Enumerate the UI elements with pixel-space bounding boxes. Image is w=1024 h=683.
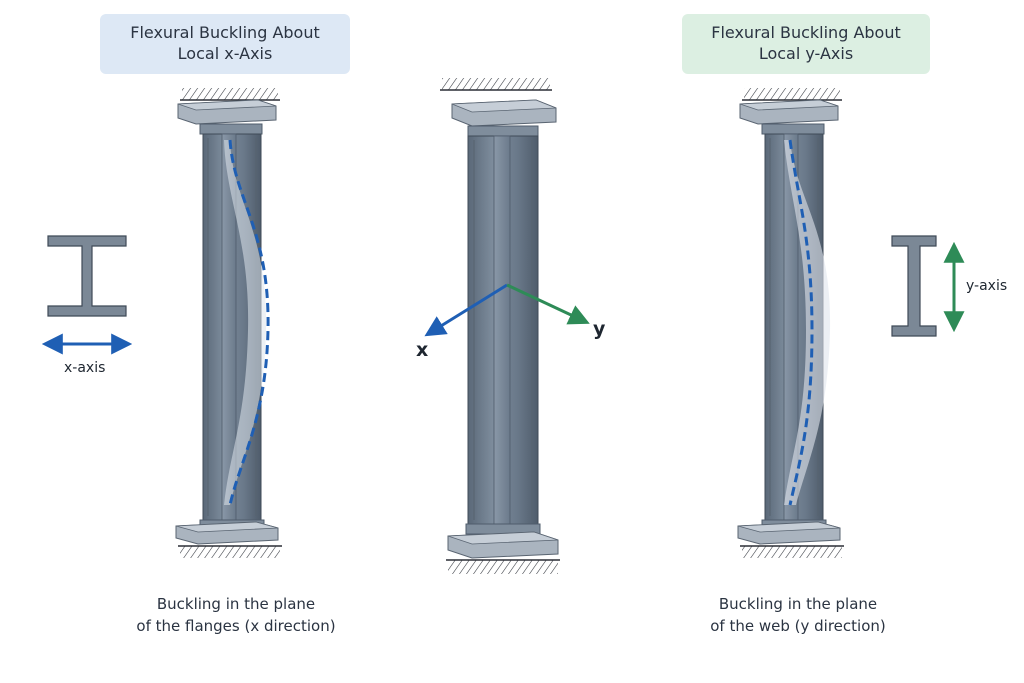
center-y-label: y xyxy=(593,318,606,340)
left-buckled-shape xyxy=(224,140,267,505)
left-column xyxy=(175,88,282,558)
center-column xyxy=(440,78,560,574)
left-title-line1: Flexural Buckling About xyxy=(130,23,320,43)
right-caption: Buckling in the plane of the web (y dire… xyxy=(658,594,938,638)
right-column xyxy=(737,88,844,558)
right-bottom-support-hatch xyxy=(742,546,842,558)
center-top-support-hatch xyxy=(442,78,550,90)
y-axis-label: y-axis xyxy=(966,278,1008,294)
right-buckled-shape xyxy=(784,140,831,505)
left-caption: Buckling in the plane of the flanges (x … xyxy=(96,594,376,638)
left-title-line2: Local x-Axis xyxy=(177,44,273,63)
right-caption-line2: of the web (y direction) xyxy=(710,616,886,635)
y-axis-direction-arrow xyxy=(506,283,590,325)
left-buckled-dashed-line xyxy=(228,139,270,506)
right-buckled-dashed-line xyxy=(788,139,814,506)
right-i-section-icon xyxy=(891,235,937,337)
left-caption-line2: of the flanges (x direction) xyxy=(136,616,336,635)
right-title-box: Flexural Buckling About Local y-Axis xyxy=(682,14,930,74)
left-i-section-icon xyxy=(47,235,127,317)
right-title-line1: Flexural Buckling About xyxy=(711,23,901,43)
right-top-support-hatch xyxy=(744,88,840,100)
right-title-line2: Local y-Axis xyxy=(758,44,854,63)
left-caption-line1: Buckling in the plane xyxy=(156,595,316,613)
left-top-support-hatch xyxy=(182,88,278,100)
right-caption-line1: Buckling in the plane xyxy=(718,595,878,613)
x-axis-direction-arrow xyxy=(424,283,508,337)
left-bottom-support-hatch xyxy=(180,546,280,558)
left-title-box: Flexural Buckling About Local x-Axis xyxy=(100,14,350,74)
center-x-label: x xyxy=(416,339,429,361)
x-axis-label: x-axis xyxy=(64,360,106,376)
center-bottom-support-hatch xyxy=(448,560,558,574)
